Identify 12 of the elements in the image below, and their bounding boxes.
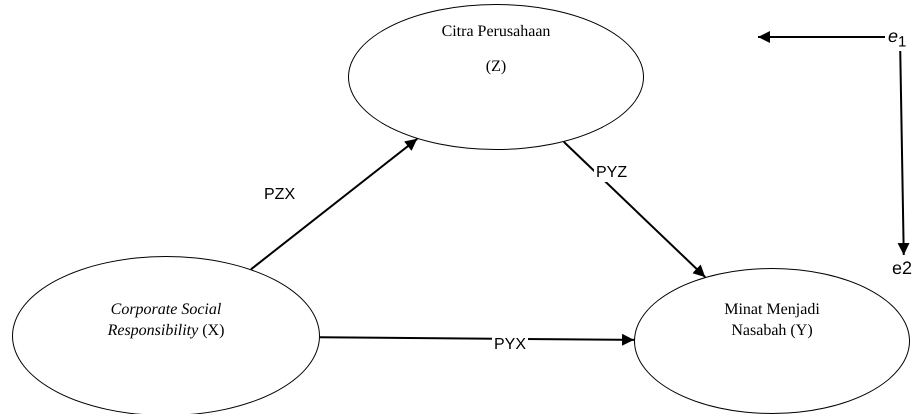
arrow (320, 334, 634, 346)
construct-label: Citra Perusahaan (442, 22, 550, 42)
error-term-label: e2 (892, 258, 912, 278)
arrow (563, 141, 706, 278)
edge-label: PYZ (594, 164, 630, 182)
arrow (250, 138, 418, 270)
error-term-label: e$_{1}$ (888, 26, 906, 53)
construct-label: (Z) (486, 57, 506, 77)
arrow (898, 50, 910, 256)
construct-label: Corporate Social Responsibility (X) (106, 300, 226, 341)
arrow (758, 31, 885, 43)
construct-label: Minat Menjadi Nasabah (Y) (723, 300, 821, 341)
